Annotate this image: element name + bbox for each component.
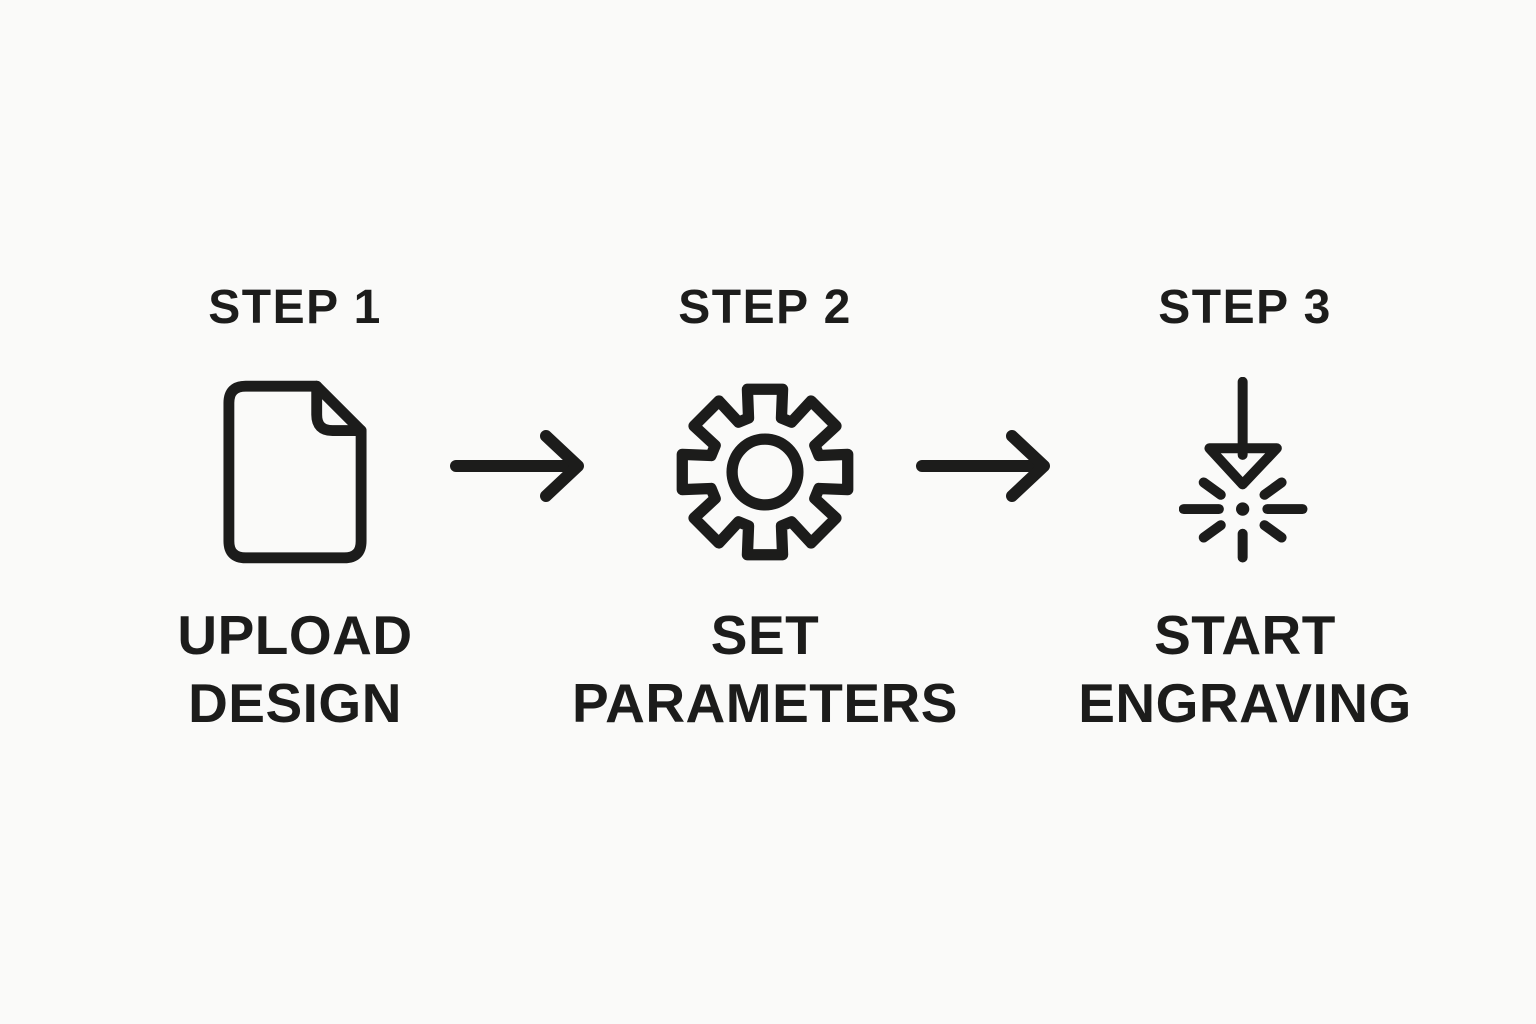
step-2-label-line2: PARAMETERS <box>572 672 958 734</box>
step-3-title: STEP 3 <box>1158 281 1332 334</box>
step-1-label: UPLOAD DESIGN <box>95 601 495 737</box>
step-3-label-line2: ENGRAVING <box>1078 672 1412 734</box>
step-1-label-line2: DESIGN <box>188 672 402 734</box>
step-2-label: SET PARAMETERS <box>565 601 965 737</box>
step-1-column: STEP 1 UPLOAD DESIGN <box>95 283 495 737</box>
document-icon <box>223 380 367 564</box>
step-2-label-line1: SET <box>710 604 820 666</box>
step-3-icon-wrap <box>1045 377 1445 567</box>
step-3-label-line1: START <box>1154 604 1336 666</box>
step-2-icon-wrap <box>565 377 965 567</box>
step-1-label-line1: UPLOAD <box>177 604 413 666</box>
step-1-title: STEP 1 <box>208 281 382 334</box>
step-1-icon-wrap <box>95 377 495 567</box>
step-3-column: STEP 3 START ENGRAVING <box>1045 283 1445 737</box>
gear-icon <box>676 383 854 561</box>
step-2-column: STEP 2 SET PARAMETERS <box>565 283 965 737</box>
arrow-right-icon <box>916 424 1052 508</box>
step-2-title: STEP 2 <box>678 281 852 334</box>
arrow-right-icon <box>450 424 586 508</box>
laser-engraving-icon <box>1178 377 1307 563</box>
step-3-label: START ENGRAVING <box>1045 601 1445 737</box>
